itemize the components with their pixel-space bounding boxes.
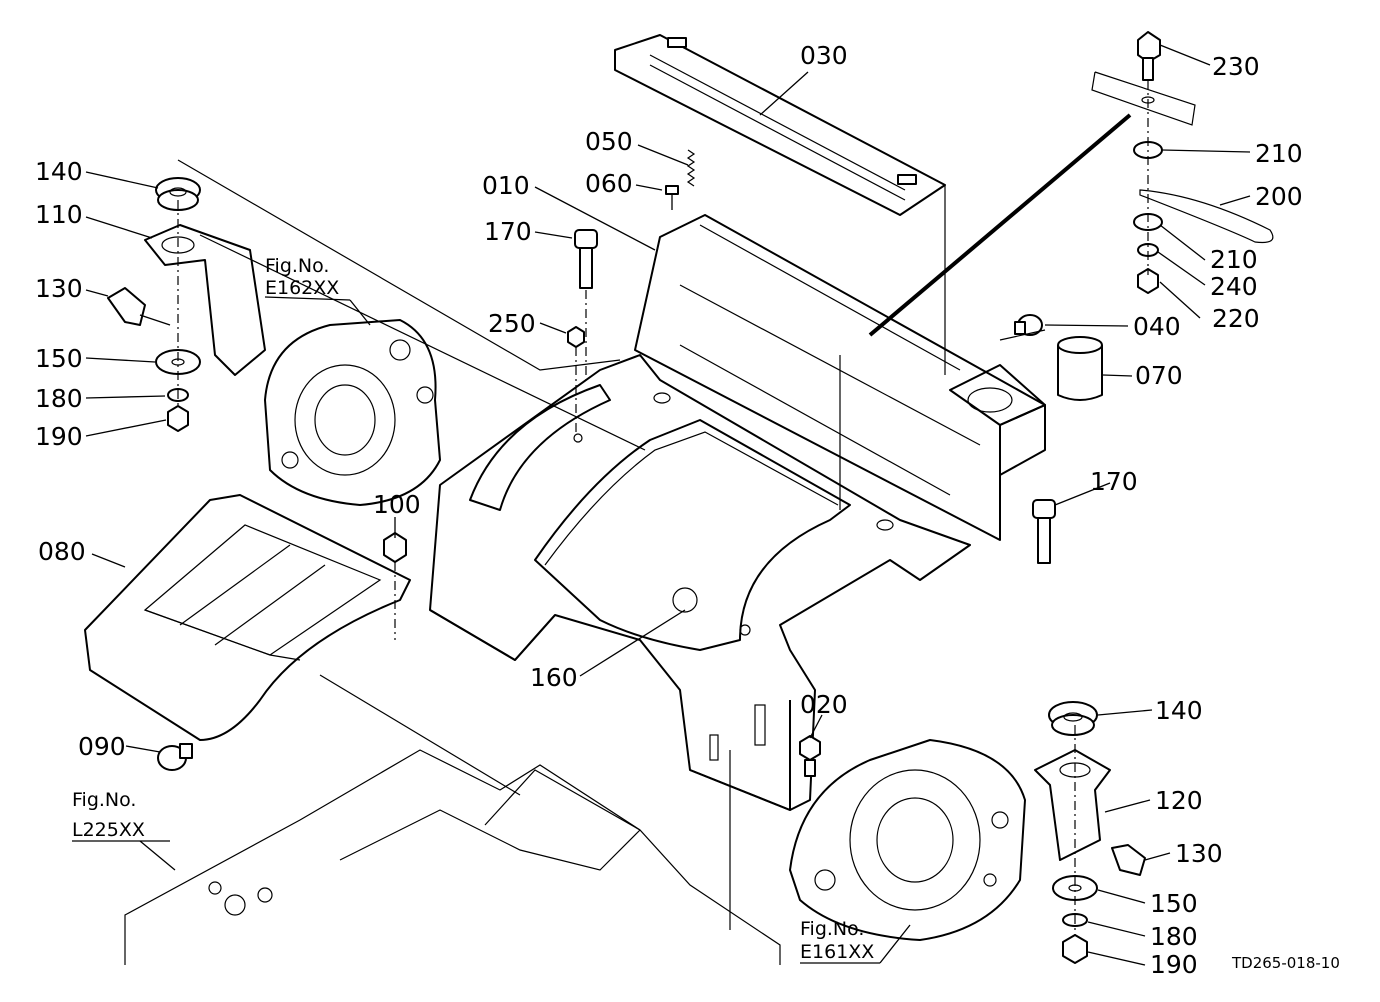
label-210-lower: 210: [1210, 245, 1258, 274]
label-070: 070: [1135, 361, 1183, 390]
part-030-plate: [614, 34, 946, 216]
housing-e162: [264, 319, 441, 506]
label-240: 240: [1210, 272, 1258, 301]
leader-lines: [72, 44, 1251, 966]
label-190-left: 190: [35, 422, 83, 451]
label-230: 230: [1212, 52, 1260, 81]
construction-lines: [177, 159, 1046, 930]
label-010: 010: [482, 171, 530, 200]
label-200: 200: [1255, 182, 1303, 211]
label-190-right: 190: [1150, 950, 1198, 979]
label-140-right: 140: [1155, 696, 1203, 725]
label-090: 090: [78, 732, 126, 761]
label-050: 050: [585, 127, 633, 156]
housing-e161: [789, 739, 1026, 941]
label-020: 020: [800, 690, 848, 719]
left-mount-stack: [107, 177, 266, 432]
fig-ref-e162-code: E162XX: [265, 277, 339, 299]
label-180-right: 180: [1150, 922, 1198, 951]
drawing-code: TD265-018-10: [1231, 954, 1340, 972]
label-170-upper: 170: [484, 217, 532, 246]
label-130-right: 130: [1175, 839, 1223, 868]
label-130-left: 130: [35, 274, 83, 303]
label-160: 160: [530, 663, 578, 692]
label-100: 100: [373, 490, 421, 519]
fig-ref-e161-code: E161XX: [800, 941, 874, 963]
label-180-left: 180: [35, 384, 83, 413]
label-210-upper: 210: [1255, 139, 1303, 168]
label-150-left: 150: [35, 344, 83, 373]
label-140-left: 140: [35, 157, 83, 186]
lower-floor-assembly: [124, 749, 781, 965]
label-120: 120: [1155, 786, 1203, 815]
small-parts: [157, 149, 1103, 777]
label-110: 110: [35, 200, 83, 229]
top-right-hardware-stack: [868, 31, 1274, 337]
part-080-panel: [84, 494, 411, 741]
fig-ref-e161-prefix: Fig.No.: [800, 918, 864, 940]
fig-ref-l225-code: L225XX: [72, 819, 145, 841]
label-220: 220: [1212, 304, 1260, 333]
label-080: 080: [38, 537, 86, 566]
fig-ref-l225-prefix: Fig.No.: [72, 789, 136, 811]
label-150-right: 150: [1150, 889, 1198, 918]
part-labels: 030 230 210 200 210 240 220 050 060 010 …: [35, 41, 1303, 979]
label-170-lower: 170: [1090, 467, 1138, 496]
figure-references: Fig.No. E162XX Fig.No. L225XX Fig.No. E1…: [72, 255, 874, 963]
label-040: 040: [1133, 312, 1181, 341]
right-mount-stack: [1034, 701, 1146, 964]
label-250: 250: [488, 309, 536, 338]
part-010-main-frame: [429, 214, 1046, 811]
label-030: 030: [800, 41, 848, 70]
fig-ref-e162-prefix: Fig.No.: [265, 255, 329, 277]
label-060: 060: [585, 169, 633, 198]
